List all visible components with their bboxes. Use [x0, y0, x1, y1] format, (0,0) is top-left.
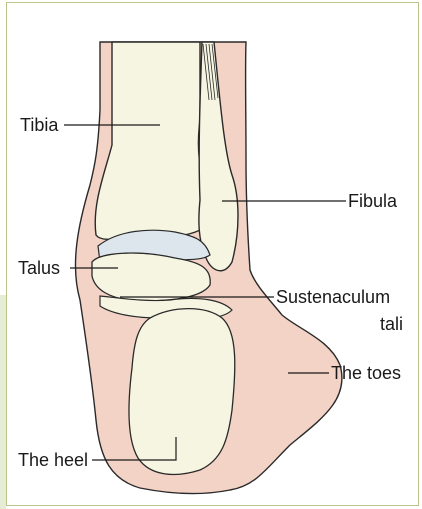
label-fibula: Fibula: [348, 191, 398, 211]
label-heel: The heel: [18, 450, 88, 470]
label-talus: Talus: [18, 258, 60, 278]
label-sustentaculum-line1: Sustenaculum: [276, 287, 390, 307]
calcaneus-bone: [129, 309, 235, 475]
label-toes: The toes: [331, 363, 401, 383]
tibia-bone: [95, 42, 208, 239]
label-sustentaculum-line2: tali: [380, 314, 403, 334]
label-tibia: Tibia: [20, 115, 59, 135]
